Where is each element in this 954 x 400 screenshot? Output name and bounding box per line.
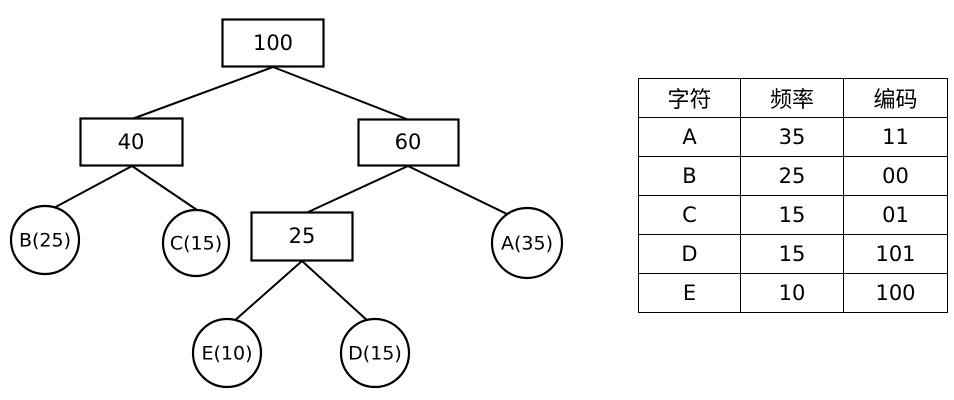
node-leaf-A-circle bbox=[490, 206, 564, 280]
node-leaf-B[interactable]: B(25) bbox=[9, 204, 81, 276]
cell-character: A bbox=[638, 117, 741, 157]
huffman-tree-graphic: 100 40 60 25 B(25) C(15) bbox=[9, 18, 564, 389]
node-leaf-D[interactable]: D(15) bbox=[339, 317, 411, 389]
table-row: B 25 00 bbox=[638, 156, 948, 196]
node-leaf-B-circle bbox=[9, 204, 81, 276]
tree-edges bbox=[49, 66, 512, 323]
node-60-label: 60 bbox=[395, 130, 422, 154]
node-leaf-E[interactable]: E(10) bbox=[191, 317, 263, 389]
edge-40-C bbox=[131, 165, 201, 213]
cell-frequency: 15 bbox=[740, 234, 844, 274]
cell-character: B bbox=[638, 156, 741, 196]
node-leaf-B-label: B(25) bbox=[19, 230, 71, 252]
cell-code: 101 bbox=[843, 234, 948, 274]
node-40[interactable]: 40 bbox=[79, 117, 184, 167]
node-leaf-A[interactable]: A(35) bbox=[490, 206, 564, 280]
cell-character: C bbox=[638, 195, 741, 235]
node-60-box bbox=[357, 118, 460, 167]
table-row: E 10 100 bbox=[638, 273, 948, 313]
cell-code: 00 bbox=[843, 156, 948, 196]
node-25-label: 25 bbox=[289, 224, 316, 248]
tree-leaf-nodes: B(25) C(15) A(35) E(10) D(15) bbox=[9, 204, 564, 389]
node-40-box bbox=[79, 117, 184, 167]
node-root-label: 100 bbox=[253, 31, 293, 55]
table-row: D 15 101 bbox=[638, 234, 948, 274]
edge-60-A bbox=[407, 165, 512, 217]
node-leaf-A-label: A(35) bbox=[501, 233, 553, 255]
node-leaf-E-circle bbox=[191, 317, 263, 389]
cell-frequency: 10 bbox=[740, 273, 844, 313]
cell-character: E bbox=[638, 273, 741, 313]
edge-25-E bbox=[232, 260, 303, 323]
cell-frequency: 35 bbox=[740, 117, 844, 157]
column-header-frequency: 频率 bbox=[740, 78, 844, 118]
edge-60-25 bbox=[305, 165, 409, 214]
cell-code: 01 bbox=[843, 195, 948, 235]
node-25[interactable]: 25 bbox=[250, 211, 354, 262]
node-root-box bbox=[221, 18, 325, 68]
cell-character: D bbox=[638, 234, 741, 274]
edge-root-60 bbox=[272, 66, 410, 121]
node-leaf-C-circle bbox=[161, 208, 231, 278]
edge-40-B bbox=[49, 165, 133, 211]
node-leaf-D-circle bbox=[339, 317, 411, 389]
tree-internal-nodes: 100 40 60 25 bbox=[79, 18, 460, 262]
table-row: A 35 11 bbox=[638, 117, 948, 157]
column-header-character: 字符 bbox=[638, 78, 741, 118]
table-row: C 15 01 bbox=[638, 195, 948, 235]
node-leaf-C[interactable]: C(15) bbox=[161, 208, 231, 278]
cell-frequency: 15 bbox=[740, 195, 844, 235]
table-header-row: 字符 频率 编码 bbox=[638, 78, 948, 118]
column-header-code: 编码 bbox=[843, 78, 948, 118]
edge-root-40 bbox=[131, 66, 274, 120]
node-leaf-C-label: C(15) bbox=[170, 233, 222, 255]
cell-code: 11 bbox=[843, 117, 948, 157]
node-60[interactable]: 60 bbox=[357, 118, 460, 167]
node-40-label: 40 bbox=[118, 130, 145, 154]
node-leaf-D-label: D(15) bbox=[348, 343, 402, 365]
node-root[interactable]: 100 bbox=[221, 18, 325, 68]
node-leaf-E-label: E(10) bbox=[201, 343, 252, 365]
cell-code: 100 bbox=[843, 273, 948, 313]
cell-frequency: 25 bbox=[740, 156, 844, 196]
edge-25-D bbox=[301, 260, 370, 323]
node-25-box bbox=[250, 211, 354, 262]
huffman-code-table: 字符 频率 编码 A 35 11 B 25 00 C 15 01 D bbox=[638, 78, 948, 313]
